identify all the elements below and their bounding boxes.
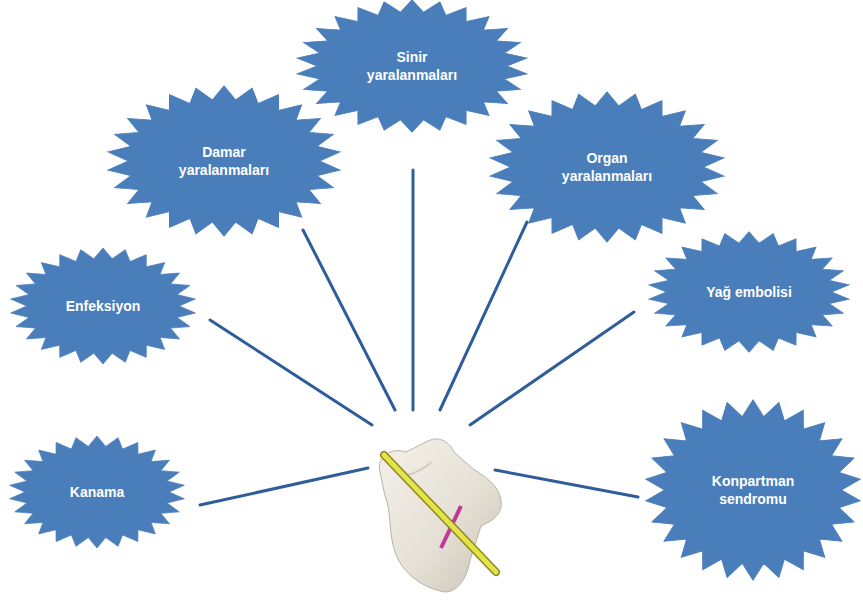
leader-line — [210, 320, 372, 425]
leader-line — [303, 230, 395, 410]
leader-line — [470, 312, 634, 425]
starburst-shape — [645, 400, 861, 580]
starburst-outline — [490, 92, 724, 242]
starburst-node: Kanama — [9, 436, 185, 548]
leader-line — [412, 170, 415, 410]
leader-line — [495, 470, 638, 497]
node-label: Yağ embolisi — [684, 283, 814, 301]
starburst-shape — [489, 92, 725, 242]
starburst-outline — [649, 232, 850, 352]
starburst-outline — [297, 0, 527, 132]
starburst-outline — [108, 86, 340, 236]
node-label: Enfeksiyon — [48, 297, 158, 315]
starburst-shape — [107, 86, 341, 236]
bone-illustration — [379, 439, 501, 592]
node-label: Damar yaralanmaları — [169, 143, 279, 179]
node-label: Kanama — [47, 483, 147, 501]
starburst-node: Konpartman sendromu — [645, 400, 861, 580]
starburst-node: Organ yaralanmaları — [489, 92, 725, 242]
node-label: Sinir yaralanmaları — [357, 48, 467, 84]
starburst-outline — [11, 248, 196, 364]
starburst-node: Enfeksiyon — [10, 248, 196, 364]
leader-line — [200, 468, 368, 505]
starburst-node: Damar yaralanmaları — [107, 86, 341, 236]
bone — [379, 439, 501, 592]
node-label: Organ yaralanmaları — [552, 149, 662, 185]
starburst-node: Yağ embolisi — [648, 232, 850, 352]
starburst-outline — [10, 436, 185, 548]
starburst-outline — [646, 400, 860, 580]
starburst-shape — [296, 0, 528, 132]
leader-line — [440, 222, 527, 410]
starburst-node: Sinir yaralanmaları — [296, 0, 528, 132]
fixation-rod — [384, 455, 496, 572]
node-label: Konpartman sendromu — [703, 472, 803, 508]
fixation-rod — [384, 455, 496, 572]
